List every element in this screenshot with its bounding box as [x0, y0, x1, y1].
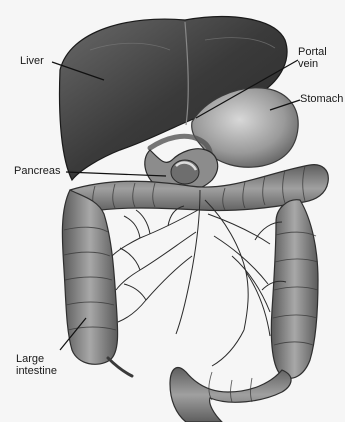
label-liver: Liver [20, 55, 44, 67]
label-stomach: Stomach [300, 93, 343, 105]
label-large-intestine: Large intestine [16, 353, 57, 377]
label-portal-vein: Portal vein [298, 46, 327, 70]
label-pancreas: Pancreas [14, 165, 60, 177]
descending-colon [271, 200, 318, 379]
